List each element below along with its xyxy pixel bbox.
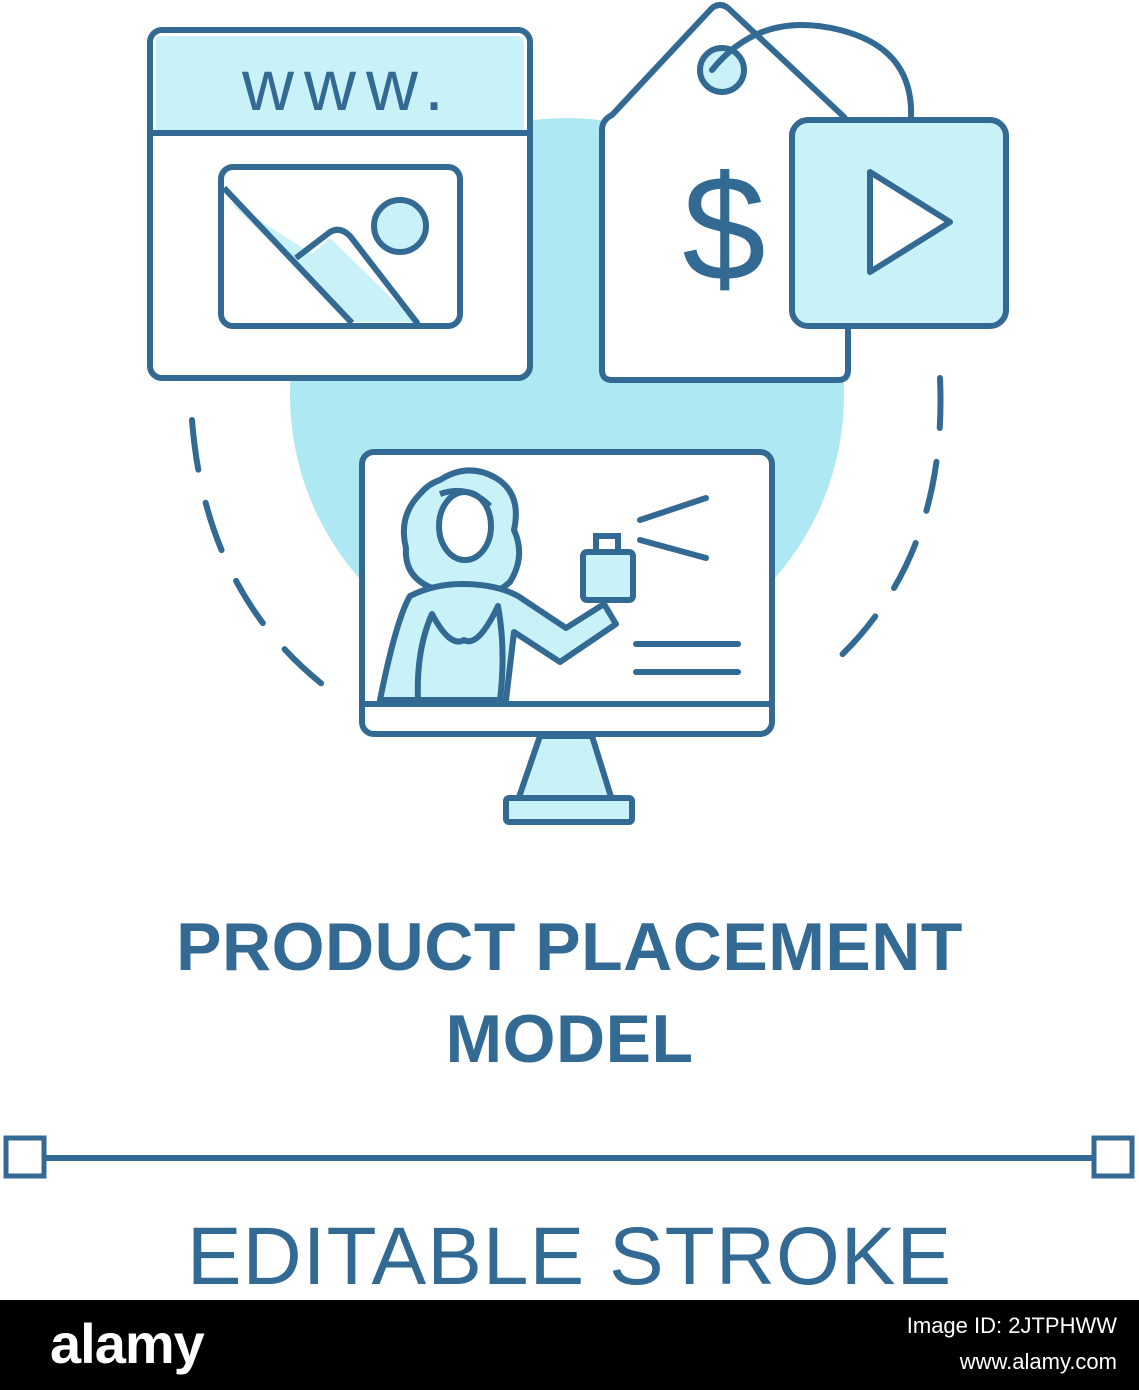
brand-logo: alamy — [50, 1312, 205, 1375]
image-icon — [218, 164, 463, 329]
product-placement-illustration: www. $ — [3, 2, 1135, 1179]
stroke-handle-right — [1091, 1135, 1135, 1179]
stroke-handle-left — [3, 1135, 47, 1179]
editable-stroke-line — [3, 1135, 1135, 1179]
image-id-text: Image ID: 2JTPHWW — [906, 1313, 1117, 1338]
perfume-bottle-icon — [580, 495, 709, 603]
subtitle-editable-stroke: EDITABLE STROKE — [186, 1211, 953, 1302]
title-line-1: PRODUCT PLACEMENT — [176, 909, 963, 985]
play-video-icon — [789, 117, 1009, 329]
monitor-icon — [359, 449, 775, 825]
watermark-footer: alamy Image ID: 2JTPHWW www.alamy.com — [0, 1300, 1139, 1390]
dashed-arc-left — [189, 417, 325, 687]
browser-url-text: www. — [241, 46, 454, 126]
site-url-text: www.alamy.com — [959, 1349, 1117, 1374]
presenter-figure — [377, 467, 619, 703]
browser-window-icon: www. — [147, 27, 533, 381]
price-tag-icon: $ — [599, 2, 915, 383]
dashed-arc-right — [827, 375, 944, 669]
title-line-2: MODEL — [445, 1001, 694, 1077]
dollar-sign-icon: $ — [682, 144, 765, 312]
